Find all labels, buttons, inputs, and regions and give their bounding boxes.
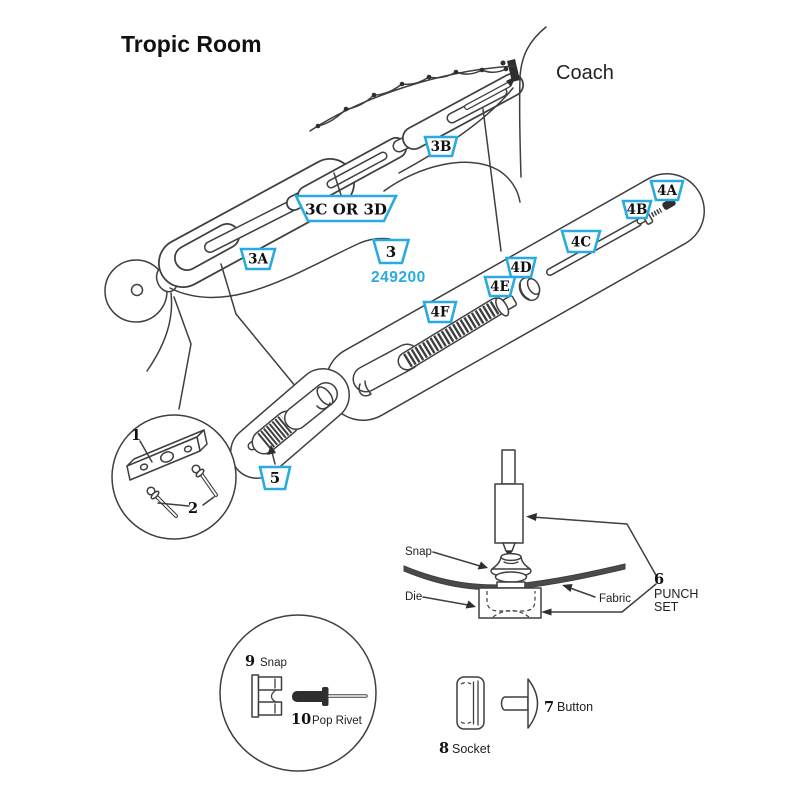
svg-text:3B: 3B [431,139,452,155]
snap-label: Snap [260,657,287,669]
label-10: 10 [291,711,311,728]
label-7: 7 [544,699,554,716]
snap-washer [496,581,526,589]
part-tag-5: 5 [258,465,292,491]
svg-text:3: 3 [386,243,396,261]
knurled-knob-5 [247,410,300,455]
part-tag-4e: 4E [483,275,517,298]
spring-assembly-capsule [325,173,705,421]
label-2-leader-a [157,502,190,507]
grommet-4d [518,276,541,302]
part-tag-4f: 4F [422,300,458,324]
fabric-callout: Fabric [599,593,631,605]
svg-text:3C OR 3D: 3C OR 3D [305,201,387,219]
svg-text:4E: 4E [490,279,510,295]
part-number: 249200 [371,269,426,286]
punch-tool [494,449,524,557]
die-callout: Die [405,591,422,603]
spring-4f [397,297,506,371]
mounting-plate-1 [126,429,208,481]
part-tag-4a: 4A [649,179,685,202]
svg-text:4F: 4F [431,305,450,321]
label-9: 9 [245,653,255,670]
label-6: 6 [654,571,664,588]
label-1: 1 [131,427,141,444]
label-1-leader [139,440,153,463]
plate-detail-circle: 1 2 [111,414,237,540]
fabric-drapes-left [146,237,391,372]
pop-rivet-label: Pop Rivet [312,715,363,727]
valance-snap-dots [315,66,509,129]
label-2: 2 [188,500,198,517]
snap-profile-9 [251,674,283,718]
svg-text:4A: 4A [657,183,677,199]
coach-bracket [500,59,520,82]
svg-text:4B: 4B [627,202,648,218]
part-tag-3a: 3A [239,247,277,271]
button-label: Button [557,700,593,714]
tag-5-arrow [267,445,276,465]
knob-tube [284,382,338,430]
punch-callout-arrows [422,513,658,616]
punch-set-diagram: Snap Die Fabric 6 PUNCH SET [403,449,698,619]
upper-tube-3b [402,73,524,150]
socket-button-group: 8 Socket 7 Button [439,676,593,757]
part-tag-3: 3 [371,238,411,265]
part-tag-4c: 4C [560,229,602,254]
coach-label: Coach [556,62,614,84]
die-block [478,587,542,619]
awning-valance [309,65,516,132]
plug-4e [495,295,518,317]
svg-text:4D: 4D [510,260,531,276]
snap-rivet-detail-circle: 9 Snap 10 Pop Rivet [219,614,377,772]
svg-text:5: 5 [270,469,280,487]
rivet-2b [191,464,218,497]
part-tag-4b: 4B [621,199,653,220]
svg-text:3A: 3A [248,252,268,268]
label-2-leader-b [202,496,215,506]
button-7 [500,678,539,729]
rivet-2a [146,486,178,518]
part-tag-4d: 4D [504,256,538,279]
svg-text:4C: 4C [571,235,591,251]
part-tags: 3A 3B 3C OR 3D 3 4A 4B 4C 4D [239,135,685,491]
snap-part [490,552,532,583]
part-tag-3b: 3B [423,135,459,158]
socket-8 [456,676,485,730]
fabric-band [403,563,626,591]
punch-set-label-line2: SET [654,600,679,614]
part-tag-3c-or-3d: 3C OR 3D [293,194,399,223]
label-8: 8 [439,740,449,757]
snap-callout: Snap [405,546,432,558]
leader-lines [173,108,502,410]
page-title: Tropic Room [121,31,262,57]
pop-rivet-10 [292,687,368,706]
punch-set-label-line1: PUNCH [654,587,698,601]
socket-label: Socket [452,742,491,756]
roller-knob-capsule [230,368,350,479]
